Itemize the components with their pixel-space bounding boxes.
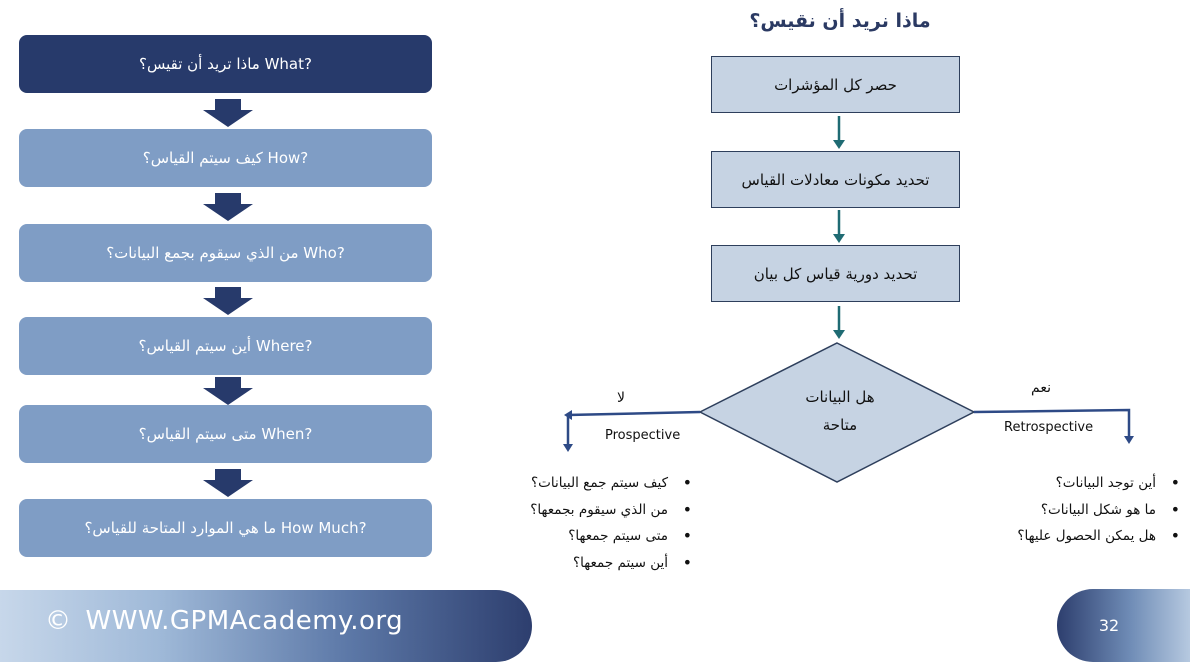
page-number: 32 <box>1098 616 1120 635</box>
prospective-list: كيف سيتم جمع البيانات؟ من الذي سيقوم بجم… <box>470 470 696 576</box>
down-arrow-icon <box>203 193 253 221</box>
no-branch-left-arrowhead-icon <box>564 410 572 420</box>
step-what: ماذا تريد أن تقيس؟ What? <box>19 35 432 93</box>
list-item: ما هو شكل البيانات؟ <box>970 497 1184 524</box>
flow-box-indicators-label: حصر كل المؤشرات <box>774 75 897 94</box>
list-item: أين سيتم جمعها؟ <box>470 550 696 577</box>
down-arrow-icon <box>203 377 253 405</box>
flow-title: ماذا نريد أن نقيس؟ <box>749 10 931 32</box>
step-how-label: كيف سيتم القياس؟ How? <box>142 149 309 167</box>
down-arrow-icon <box>203 469 253 497</box>
decision-line-1: هل البيانات <box>805 388 875 406</box>
list-item: كيف سيتم جمع البيانات؟ <box>470 470 696 497</box>
footer-banner <box>0 590 532 662</box>
flow-box-components-label: تحديد مكونات معادلات القياس <box>741 170 930 189</box>
flow-box-frequency: تحديد دورية قياس كل بيان <box>711 245 960 302</box>
prospective-label: Prospective <box>605 428 681 443</box>
footer-url: WWW.GPMAcademy.org <box>85 606 404 636</box>
decision-line-2: متاحة <box>822 416 858 434</box>
list-item: من الذي سيقوم بجمعها؟ <box>470 497 696 524</box>
step-where-label: أين سيتم القياس؟ Where? <box>138 337 313 355</box>
flow-box-frequency-label: تحديد دورية قياس كل بيان <box>753 264 918 283</box>
retrospective-list: أين توجد البيانات؟ ما هو شكل البيانات؟ ه… <box>970 470 1184 550</box>
connector-arrow-icon <box>833 116 845 149</box>
step-when-label: متى سيتم القياس؟ When? <box>138 425 313 443</box>
yes-branch-line <box>973 408 1131 438</box>
footer-website[interactable]: © WWW.GPMAcademy.org <box>45 606 403 636</box>
down-arrow-icon <box>203 99 253 127</box>
step-who: من الذي سيقوم بجمع البيانات؟ Who? <box>19 224 432 282</box>
step-how-much: ما هي الموارد المتاحة للقياس؟ How Much? <box>19 499 432 557</box>
page-number-tab <box>1057 589 1190 662</box>
no-label: لا <box>617 390 625 406</box>
no-branch-arrowhead-icon <box>563 444 573 452</box>
retrospective-label: Retrospective <box>1004 420 1094 435</box>
flow-box-indicators: حصر كل المؤشرات <box>711 56 960 113</box>
step-when: متى سيتم القياس؟ When? <box>19 405 432 463</box>
connector-arrow-icon <box>833 306 845 339</box>
yes-branch-arrowhead-icon <box>1124 436 1134 444</box>
decision-diamond <box>563 342 1134 483</box>
copyright-icon: © <box>45 606 72 636</box>
step-who-label: من الذي سيقوم بجمع البيانات؟ Who? <box>106 244 345 262</box>
down-arrow-icon <box>203 287 253 315</box>
step-how-much-label: ما هي الموارد المتاحة للقياس؟ How Much? <box>84 519 367 537</box>
yes-label: نعم <box>1031 380 1051 396</box>
list-item: أين توجد البيانات؟ <box>970 470 1184 497</box>
step-what-label: ماذا تريد أن تقيس؟ What? <box>139 55 312 73</box>
flow-box-components: تحديد مكونات معادلات القياس <box>711 151 960 208</box>
connector-arrow-icon <box>833 210 845 243</box>
diamond-shape <box>698 342 976 483</box>
list-item: هل يمكن الحصول عليها؟ <box>970 523 1184 550</box>
step-where: أين سيتم القياس؟ Where? <box>19 317 432 375</box>
step-how: كيف سيتم القياس؟ How? <box>19 129 432 187</box>
list-item: متى سيتم جمعها؟ <box>470 523 696 550</box>
